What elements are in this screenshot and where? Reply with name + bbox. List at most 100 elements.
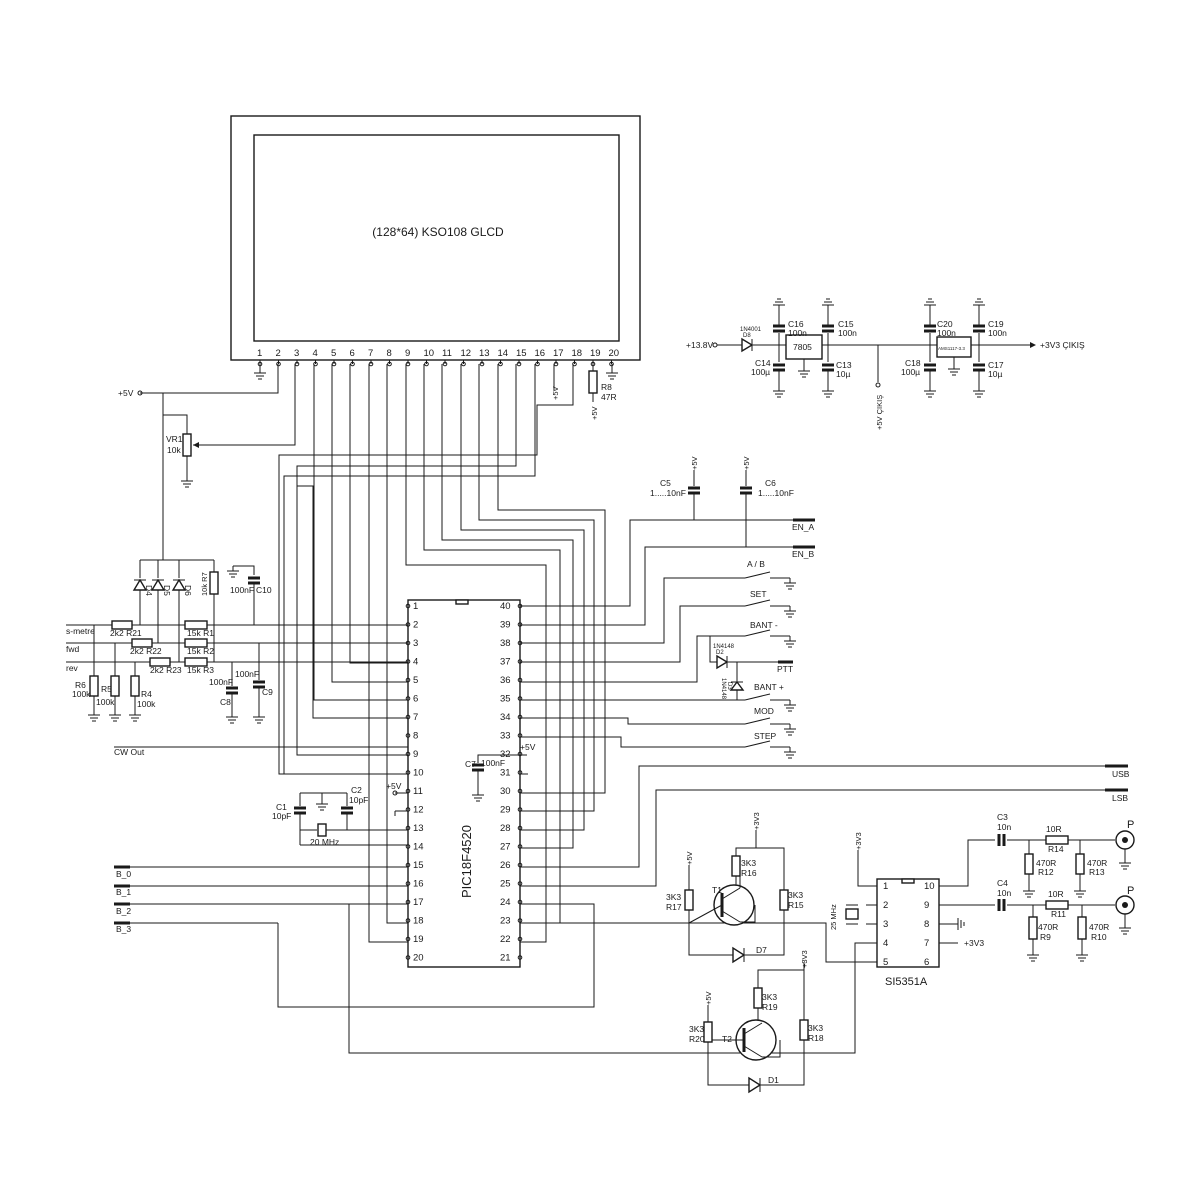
c1-value: 10pF xyxy=(272,811,291,821)
r6-label: R6 xyxy=(75,680,86,690)
mcu-left-pin-dot xyxy=(405,603,411,609)
c18-label: C18 xyxy=(905,358,921,368)
lcd-pin-dot-13 xyxy=(479,361,485,367)
rf-input-block: s-metre fwd rev 2k2 R21 2k2 R22 2k2 R23 … xyxy=(66,559,408,757)
mcu-right-pin-num: 21 xyxy=(500,953,511,964)
mcu-right-pin-num: 35 xyxy=(500,694,511,705)
d2-type: 1N4148 xyxy=(713,644,735,650)
reg1-label: 7805 xyxy=(793,342,812,352)
mcu-left-pin-num: 14 xyxy=(413,842,424,853)
psu-input: +13.8V xyxy=(686,340,714,350)
mcu-left-pin-num: 12 xyxy=(413,805,424,816)
lcd-pin-num: 8 xyxy=(387,348,392,359)
mcu-right-pin-dot xyxy=(517,807,523,812)
lsb-label: LSB xyxy=(1112,793,1128,803)
lcd-pin-num: 1 xyxy=(257,348,262,359)
r1-label: 15k R1 xyxy=(187,628,214,638)
lcd-bus-wiring: +5V VR1 10k +5V +5V R8 47R xyxy=(118,364,619,943)
mcu-name: PIC18F4520 xyxy=(459,825,474,898)
mcu-right-pin-num: 30 xyxy=(500,786,511,797)
mcu-right-pin-num: 38 xyxy=(500,638,511,649)
d4-label: D4 xyxy=(144,585,154,596)
lcd-pin-dot-11 xyxy=(442,361,448,367)
d1-label: D1 xyxy=(768,1075,779,1085)
d8-label: D8 xyxy=(743,333,751,339)
b3-label: B_3 xyxy=(116,924,131,934)
glcd-title: (128*64) KSO108 GLCD xyxy=(372,225,504,239)
r17-label: R17 xyxy=(666,902,682,912)
mcu-right-pin-num: 39 xyxy=(500,620,511,631)
r19-label: R19 xyxy=(762,1002,778,1012)
r9-label: R9 xyxy=(1040,932,1051,942)
mcu-right-supply: 100nF C7 +5V xyxy=(465,742,536,802)
b2-label: B_2 xyxy=(116,906,131,916)
c15-label: C15 xyxy=(838,319,854,329)
r14-label: R14 xyxy=(1048,844,1064,854)
c1-label: C1 xyxy=(276,802,287,812)
c7-label: C7 xyxy=(465,759,476,769)
p5-label-left: +5V xyxy=(118,388,134,398)
lcd-pin-num: 11 xyxy=(442,348,452,359)
r21-label: 2k2 R21 xyxy=(110,628,142,638)
mcu-right-pin-num: 25 xyxy=(500,879,511,890)
port2-label: P xyxy=(1127,885,1134,897)
port1-label: P xyxy=(1127,819,1134,831)
mcu-left-pin-num: 6 xyxy=(413,694,418,705)
mcu-right-pin-dot xyxy=(517,936,523,942)
si-left-pin-num: 4 xyxy=(883,938,888,949)
r20-label: R20 xyxy=(689,1034,705,1044)
mcu-left-pin-num: 4 xyxy=(413,657,418,668)
lcd-pin-num: 3 xyxy=(294,348,299,359)
c5-label: C5 xyxy=(660,478,671,488)
lcd-pin-num: 18 xyxy=(572,348,583,359)
c20-value: 100n xyxy=(937,328,956,338)
d3-type: 1N4148 xyxy=(720,678,726,700)
si-out-rail: +3V3 xyxy=(964,938,984,948)
d6-label: D6 xyxy=(183,585,193,596)
r18-label: R18 xyxy=(808,1033,824,1043)
c2-label: C2 xyxy=(351,785,362,795)
r14-value: 10R xyxy=(1046,824,1062,834)
c20-label: C20 xyxy=(937,319,953,329)
r13-value: 470R xyxy=(1087,858,1107,868)
lcd-pin-num: 7 xyxy=(368,348,373,359)
c17-value: 10µ xyxy=(988,369,1002,379)
t1-switch: T1 D7 3K3 R16 3K3 R15 3K3 R17 +3V3 +5V xyxy=(520,812,877,964)
mcu-right-pin-num: 26 xyxy=(500,860,511,871)
mcu-left-pin-dot xyxy=(405,714,411,720)
bant-minus-label: BANT - xyxy=(750,620,778,630)
lcd-pin-num: 4 xyxy=(313,348,318,359)
band-outputs: B_0 B_1 B_2 B_3 xyxy=(114,865,877,1054)
d3-label: D3 xyxy=(726,682,732,690)
r8-label: R8 xyxy=(601,382,612,392)
r13-label: R13 xyxy=(1089,867,1105,877)
mcu-right-pin-num: 40 xyxy=(500,601,511,612)
mcu-pins: 1234567891011121314151617181920403938373… xyxy=(405,601,523,964)
c14-value: 100µ xyxy=(751,367,770,377)
mcu-left-pin-dot xyxy=(405,751,411,757)
mcu-right-pin-dot xyxy=(517,881,523,886)
mcu-left-pin-num: 8 xyxy=(413,731,418,742)
t1-p5: +5V xyxy=(685,851,694,865)
b1-label: B_1 xyxy=(116,887,131,897)
lcd-pin-num: 5 xyxy=(331,348,336,359)
mcu-left-pin-num: 13 xyxy=(413,823,424,834)
mcu-left-pin-num: 1 xyxy=(413,601,418,612)
mcu-left-pin-dot xyxy=(405,936,411,942)
r17-value: 3K3 xyxy=(666,892,681,902)
rev-label: rev xyxy=(66,663,79,673)
cw-out-label: CW Out xyxy=(114,747,145,757)
c8-label: C8 xyxy=(220,697,231,707)
mcu-right-pin-num: 27 xyxy=(500,842,511,853)
b0-label: B_0 xyxy=(116,869,131,879)
reg2-label: AMS1117-3.3 xyxy=(938,346,965,351)
c8-value: 100nF xyxy=(209,677,233,687)
mcu-left-pin-dot xyxy=(405,955,411,960)
fwd-label: fwd xyxy=(66,644,80,654)
mcu-right-pin-num: 22 xyxy=(500,934,511,945)
r8-value: 47R xyxy=(601,392,617,402)
mcu-left-pin-dot xyxy=(405,770,411,775)
